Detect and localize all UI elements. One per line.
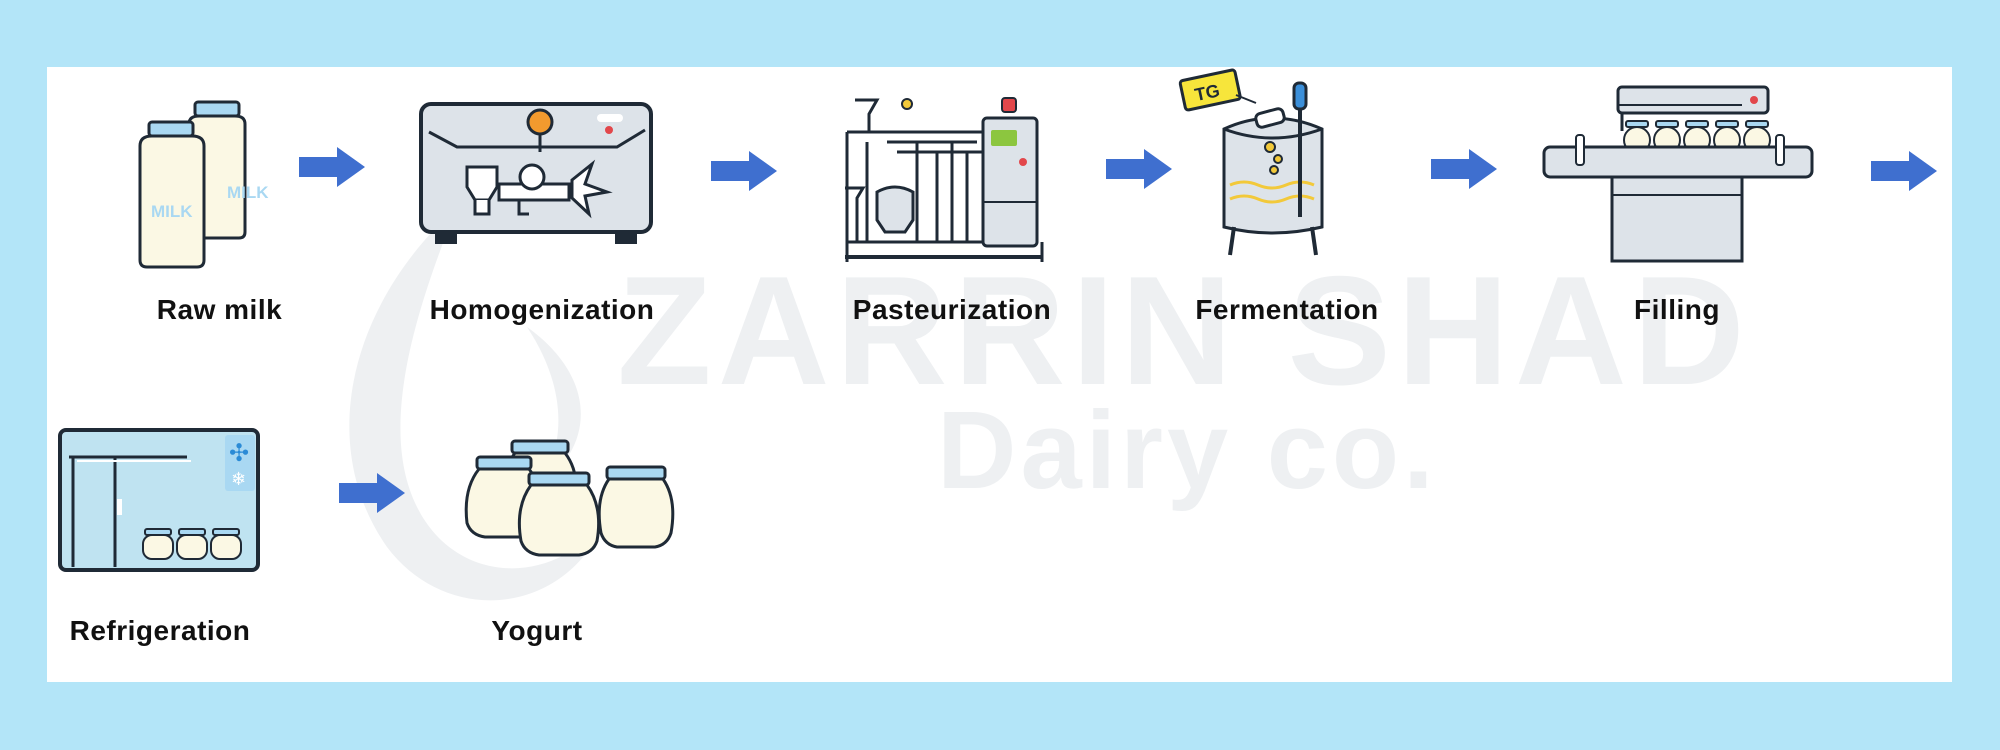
step-label-fermentation: Fermentation [1195, 294, 1379, 325]
pasteurizer-icon [845, 97, 1044, 262]
flow-arrow-icon [339, 473, 405, 513]
homogenizer-icon [419, 102, 653, 244]
filling-machine-icon [1542, 85, 1814, 263]
flow-arrow-icon [1431, 149, 1497, 189]
watermark-company-type: Dairy co. [937, 389, 1438, 512]
step-filling: Filling [1542, 85, 1832, 325]
step-label-filling: Filling [1634, 294, 1720, 325]
step-label-raw-milk: Raw milk [156, 294, 283, 325]
step-yogurt: Yogurt [457, 437, 737, 657]
watermark-company-name: ZARRIN SHAD [617, 244, 1751, 417]
svg-text:✣: ✣ [229, 440, 249, 467]
process-flow-panel: ZARRIN SHAD Dairy co. MILK MILK Raw milk [47, 67, 1952, 682]
step-label-homogenization: Homogenization [429, 294, 655, 325]
svg-text:MILK: MILK [227, 183, 269, 202]
svg-text:❄: ❄ [231, 469, 246, 489]
fermentation-tank-icon: TG [1178, 68, 1324, 256]
step-pasteurization: Pasteurization [837, 92, 1067, 325]
step-label-pasteurization: Pasteurization [852, 294, 1052, 325]
svg-text:MILK: MILK [151, 202, 193, 221]
step-label-yogurt: Yogurt [491, 615, 583, 646]
flow-arrow-icon [711, 151, 777, 191]
flow-arrow-icon [1871, 151, 1937, 191]
cold-room-icon: ✣ ❄ [58, 428, 260, 572]
yogurt-jars-icon [464, 439, 675, 557]
step-raw-milk: MILK MILK Raw milk [107, 92, 307, 325]
step-homogenization: Homogenization [417, 92, 667, 325]
step-refrigeration: ✣ ❄ Refrigeration [57, 427, 307, 657]
flow-arrow-icon [1106, 149, 1172, 189]
milk-bottles-icon: MILK MILK [138, 100, 269, 269]
step-fermentation: TG Fermentation [1172, 67, 1422, 325]
step-label-refrigeration: Refrigeration [69, 615, 251, 646]
flow-arrow-icon [299, 147, 365, 187]
